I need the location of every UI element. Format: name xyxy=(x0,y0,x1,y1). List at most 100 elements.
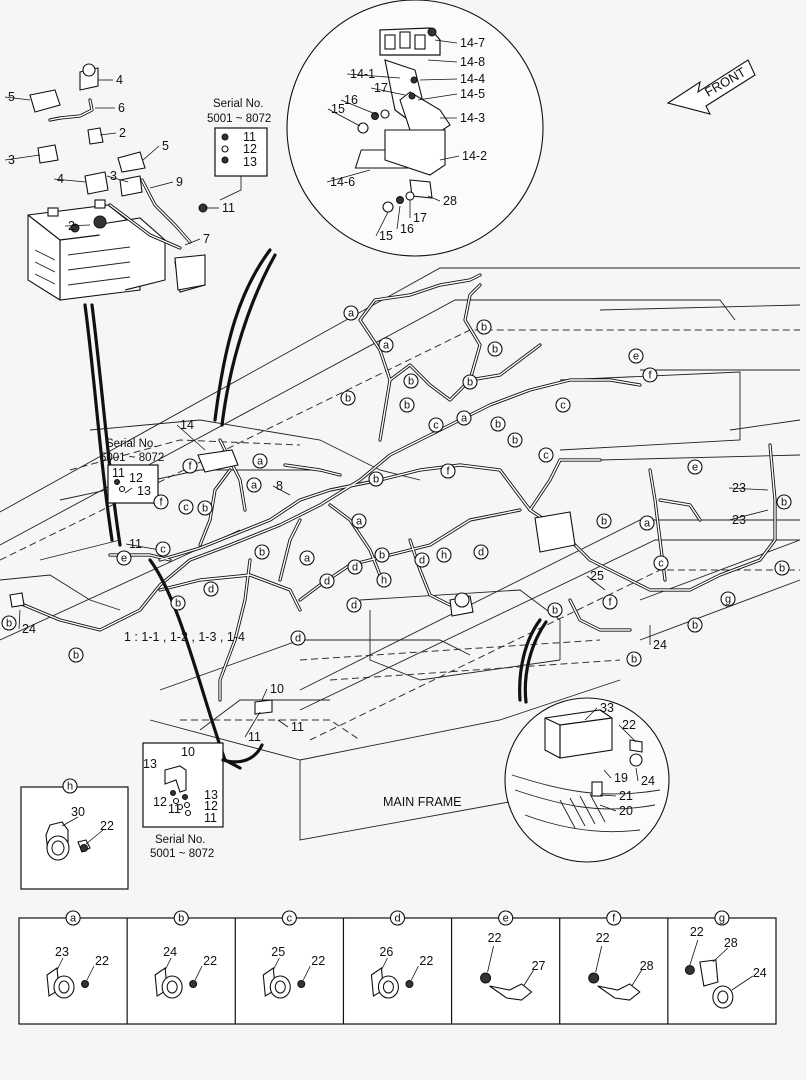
legend-letter: d xyxy=(394,913,400,925)
svg-text:b: b xyxy=(379,550,385,562)
main-part-number: 10 xyxy=(270,682,284,696)
clip-bubble: b xyxy=(68,647,84,663)
main-frame-label: MAIN FRAME xyxy=(383,795,461,809)
svg-text:f: f xyxy=(648,370,652,382)
svg-text:b: b xyxy=(467,377,473,389)
clip-bubble: c xyxy=(428,417,444,433)
clip-bubble: d xyxy=(473,544,489,560)
legend-part-number: 22 xyxy=(203,954,217,968)
main-part-number: 23 xyxy=(732,481,746,495)
leader-line xyxy=(327,108,361,127)
detail-part-number: 22 xyxy=(622,718,636,732)
leader-line xyxy=(439,155,460,161)
harness-wire-core xyxy=(219,439,246,511)
leader-line xyxy=(64,224,91,227)
svg-text:b: b xyxy=(408,376,414,388)
box-h-part-number: 22 xyxy=(100,819,114,833)
clip-bubble: e xyxy=(687,459,703,475)
leader-line xyxy=(603,769,612,779)
detail-part-number: 14-8 xyxy=(460,55,485,69)
leader-line xyxy=(434,39,458,44)
detail-part-number: 14-3 xyxy=(460,111,485,125)
svg-text:g: g xyxy=(725,594,731,606)
harness-wire-core xyxy=(359,274,481,441)
leader-line xyxy=(728,509,769,521)
svg-text:d: d xyxy=(351,600,357,612)
clip-bubble: a xyxy=(343,305,359,321)
battery-part-number: 3 xyxy=(110,169,117,183)
leader-line xyxy=(125,543,161,551)
svg-text:b: b xyxy=(404,400,410,412)
detail-part-number: 14-5 xyxy=(460,87,485,101)
clip-bubble: d xyxy=(346,597,362,613)
leader-line xyxy=(18,609,21,630)
svg-text:b: b xyxy=(259,547,265,559)
leader-line xyxy=(4,154,41,161)
svg-text:e: e xyxy=(121,553,127,565)
detail-part-number: 14-4 xyxy=(460,72,485,86)
clip-bubble: d xyxy=(203,581,219,597)
battery-part-number: 11 xyxy=(222,201,235,215)
main-part-number: 25 xyxy=(590,569,604,583)
legend-part-number: 22 xyxy=(311,954,325,968)
detail-part-number: 14-1 xyxy=(350,67,375,81)
leader-line xyxy=(419,78,458,81)
serial-range: 5001 ~ 8072 xyxy=(150,848,214,860)
clip-bubble: b xyxy=(170,595,186,611)
clip-bubble: c xyxy=(538,447,554,463)
detail-part-number: 16 xyxy=(344,93,358,107)
detail-part-number: 24 xyxy=(641,774,655,788)
harness-wire xyxy=(278,518,302,582)
harness-wire-core xyxy=(409,539,451,606)
serial-part-number: 11 xyxy=(204,811,217,825)
leader-line xyxy=(370,87,406,96)
serial-part-number: 12 xyxy=(129,471,143,485)
clip-bubble: c xyxy=(178,499,194,515)
clip-bubble: d xyxy=(414,552,430,568)
main-part-number: 8 xyxy=(276,479,283,493)
clip-bubble: b xyxy=(197,500,213,516)
clip-bubble: b xyxy=(596,513,612,529)
clip-bubble: b xyxy=(490,416,506,432)
svg-text:b: b xyxy=(6,618,12,630)
svg-text:b: b xyxy=(175,598,181,610)
legend-part-number: 24 xyxy=(163,945,177,959)
main-part-number: 23 xyxy=(732,513,746,527)
clip-bubble: b xyxy=(626,651,642,667)
leader-line xyxy=(53,178,87,183)
legend-part-number: 25 xyxy=(271,945,285,959)
detail-part-number: 20 xyxy=(619,804,633,818)
clip-bubble: b xyxy=(340,390,356,406)
svg-text:a: a xyxy=(461,413,468,425)
battery-part-number: 7 xyxy=(203,232,210,246)
harness-wire-core xyxy=(529,459,561,511)
serial-part-number: 13 xyxy=(143,757,157,771)
harness-wire xyxy=(568,598,632,632)
leader-line xyxy=(346,73,401,79)
leader-line xyxy=(599,804,617,812)
leader-line xyxy=(427,59,458,63)
harness-wire-core xyxy=(11,379,641,631)
serial-box-bottom: Serial No. 5001 ~ 8072 xyxy=(142,742,264,860)
battery-part-number: 2 xyxy=(68,219,75,233)
harness-wire-core xyxy=(159,574,301,611)
harness-components xyxy=(9,254,576,770)
serial-part-number: 13 xyxy=(137,484,151,498)
leader-line xyxy=(244,711,261,738)
clip-bubble: b xyxy=(487,341,503,357)
clip-bubble: c xyxy=(555,397,571,413)
clip-box-h xyxy=(20,786,129,890)
svg-text:b: b xyxy=(552,605,558,617)
detail-part-number: 19 xyxy=(614,771,628,785)
main-part-number: 11 xyxy=(248,730,261,744)
legend-letter: b xyxy=(178,913,184,925)
clip-bubble: f xyxy=(153,494,169,510)
svg-text:h: h xyxy=(67,781,73,793)
leader-line xyxy=(635,767,639,782)
clip-bubble: b xyxy=(374,547,390,563)
clip-bubble: d xyxy=(290,630,306,646)
